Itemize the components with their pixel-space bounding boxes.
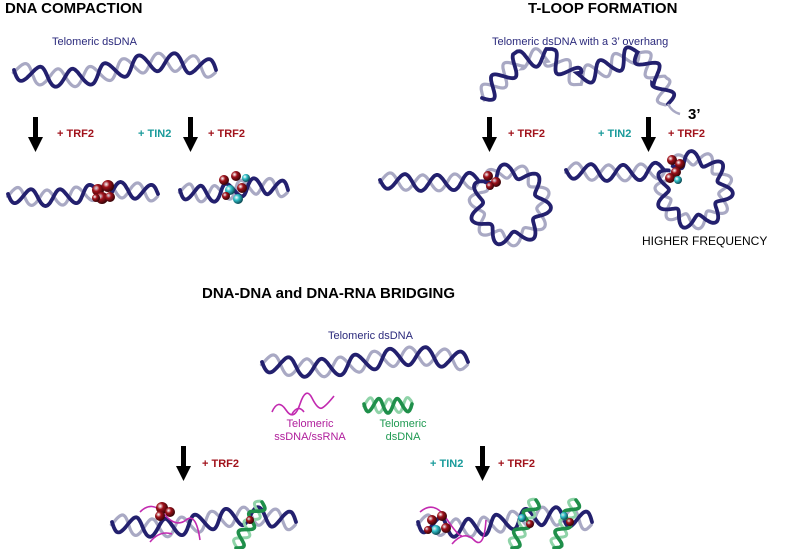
bridging-trf2-label: + TRF2 [202,458,239,470]
compaction-title: DNA COMPACTION [5,0,143,17]
higher-frequency-label: HIGHER FREQUENCY [642,234,768,248]
tloop-circle-left [467,162,553,248]
trf2-tin2-tloop-junction [665,155,685,184]
tloop-circle-right [653,149,735,231]
down-arrow-icon [641,117,656,152]
telomeric-dsdna-helix [11,51,218,89]
bridging-trf2-label-2: + TRF2 [498,458,535,470]
arrows [28,117,656,481]
ssdna-label-line1: Telomeric [286,418,334,430]
tloop-trf2-label-2: + TRF2 [668,128,705,140]
down-arrow-icon [176,446,191,481]
green-dsdna-label: Telomeric dsDNA [373,418,433,444]
down-arrow-icon [475,446,490,481]
overhang-tail [666,103,681,116]
bridging-dsdna-helix [259,345,470,379]
compaction-trf2-label: + TRF2 [57,128,94,140]
trf2-on-green-left [246,516,254,524]
tloop-trf2-label: + TRF2 [508,128,545,140]
compaction-trf2-label-2: + TRF2 [208,128,245,140]
tloop-title: T-LOOP FORMATION [528,0,678,17]
trf2-bridge-left [155,502,175,521]
compacted-dna-trf2 [6,180,160,208]
dna-layer [6,45,735,549]
green-dsdna-label-line1: Telomeric [379,418,427,430]
trf2-tin2-complex [219,171,250,204]
tloop-substrate-label: Telomeric dsDNA with a 3’ overhang [492,36,669,48]
ssdna-strand [271,392,335,416]
bridging-tin2-label: + TIN2 [430,458,464,470]
protein-layer [92,155,685,535]
tloop-tin2-label: + TIN2 [598,128,632,140]
tloop-stem-left [378,170,480,193]
bridging-title: DNA-DNA and DNA-RNA BRIDGING [202,285,456,302]
compaction-substrate-label: Telomeric dsDNA [52,36,137,48]
trf2-protein [92,180,115,204]
down-arrow-icon [482,117,497,152]
green-dsdna-helix [362,396,414,415]
down-arrow-icon [28,117,43,152]
tloop-stem-right [564,160,666,183]
down-arrow-icon [183,117,198,152]
overhang-dsdna-helix [479,45,677,107]
trf2-tin2-on-green-right [518,512,574,528]
compaction-tin2-label: + TIN2 [138,128,172,140]
ssdna-label: Telomeric ssDNA/ssRNA [270,418,350,444]
trf2-tloop-junction [483,171,501,190]
ssdna-label-line2: ssDNA/ssRNA [274,431,346,443]
green-dsdna-label-line2: dsDNA [385,431,421,443]
bridge-green-left [232,499,267,549]
three-prime-label: 3’ [688,106,701,123]
bridge-green-right-2 [549,497,582,549]
bridge-dna-left [109,505,298,539]
trf2-tin2-bridge-right [424,511,451,535]
bridging-substrate-label: Telomeric dsDNA [328,330,413,342]
